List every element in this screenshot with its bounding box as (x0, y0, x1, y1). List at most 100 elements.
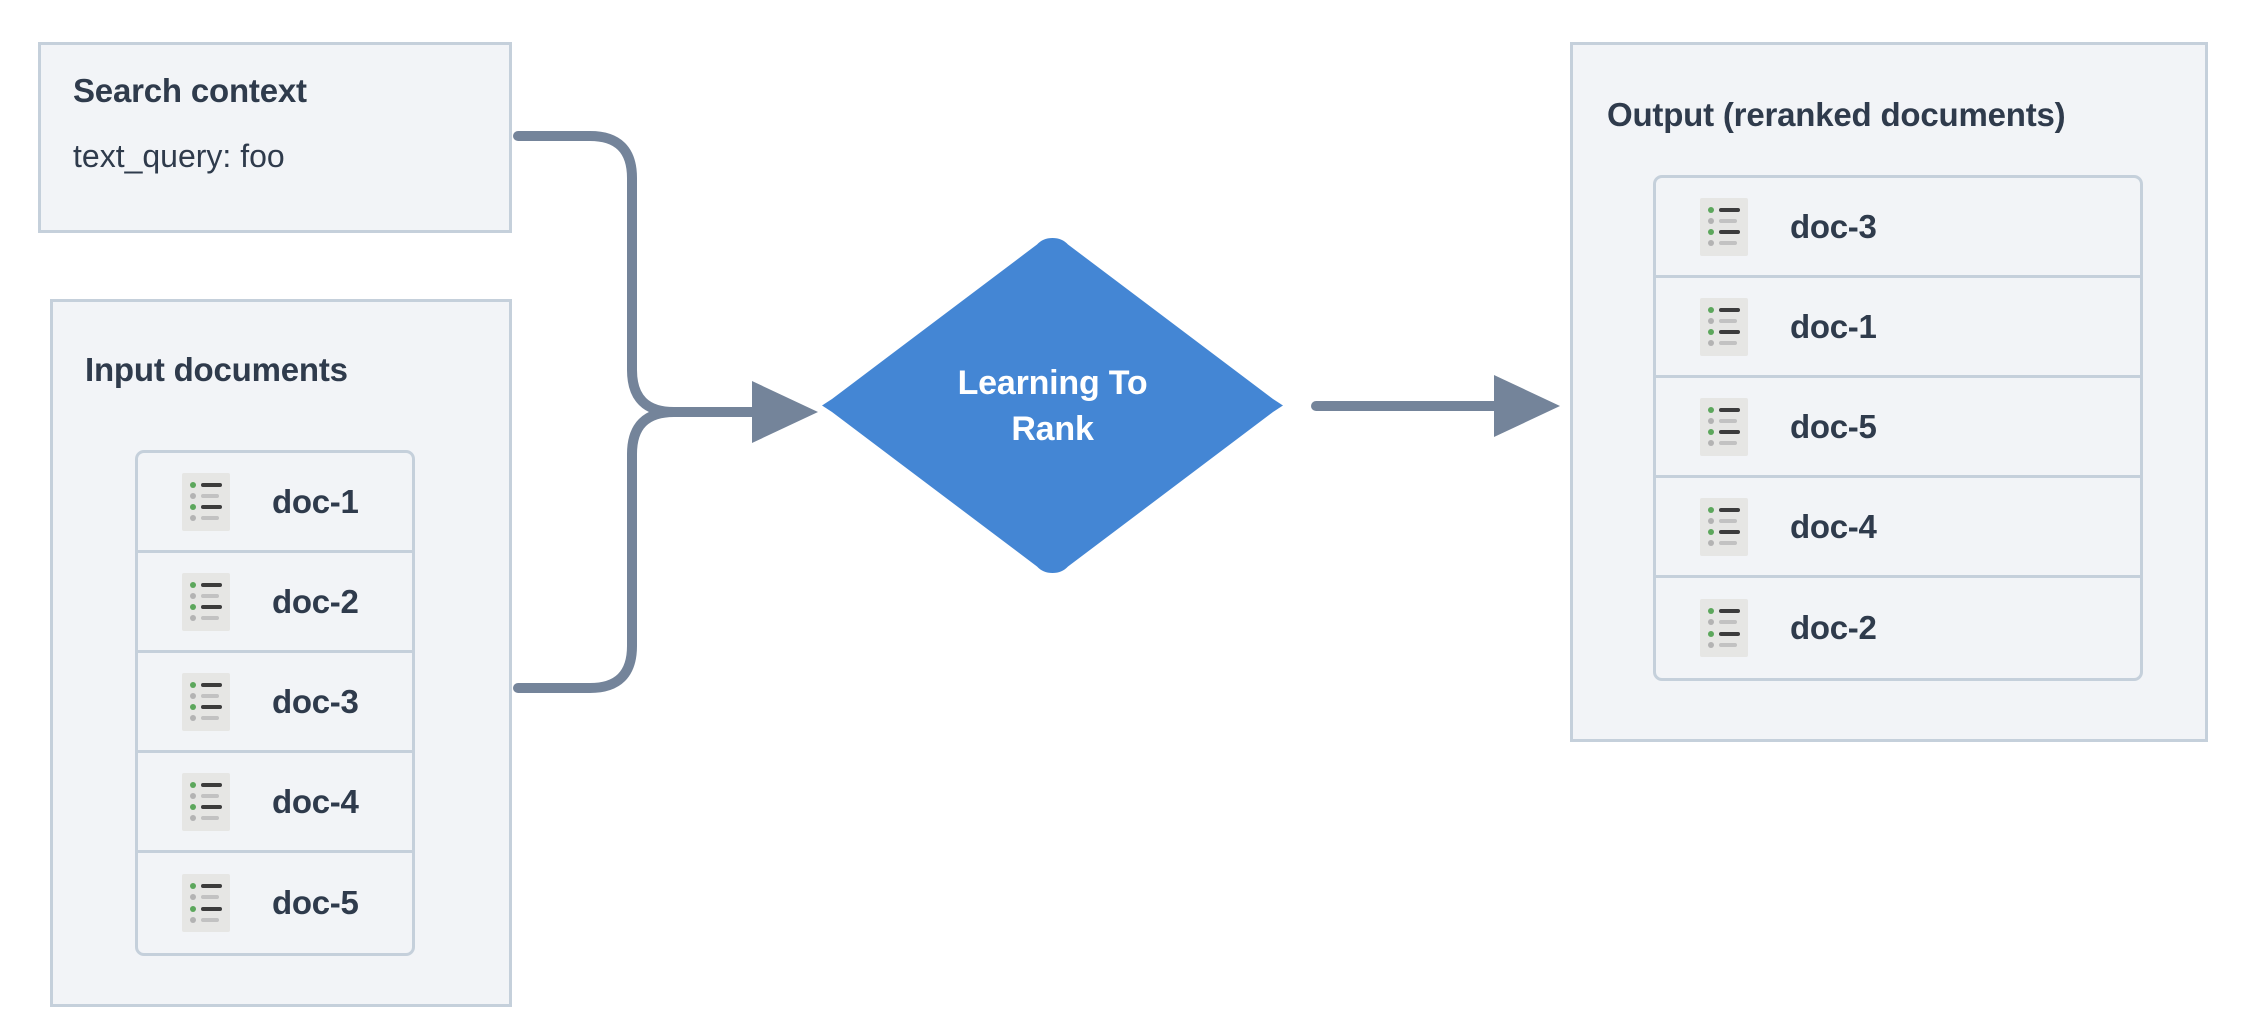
document-icon-bullet (190, 604, 196, 611)
document-icon-row (190, 681, 222, 688)
document-icon-line (1719, 318, 1737, 323)
document-icon-row (190, 781, 222, 788)
document-icon-bullet (1708, 630, 1714, 637)
document-icon-line (1719, 218, 1737, 223)
document-icon-bullet (1708, 217, 1714, 224)
document-icon-line (1719, 642, 1737, 647)
document-icon-row (1708, 329, 1740, 336)
document-icon-row (190, 481, 222, 488)
document-icon-line (1719, 430, 1740, 435)
document-icon-row (190, 715, 222, 722)
document-icon-bullet (1708, 619, 1714, 626)
document-icon-row (190, 916, 222, 923)
document-icon-bullet (1708, 329, 1714, 336)
document-label: doc-2 (1790, 609, 1877, 646)
document-icon-row (190, 792, 222, 799)
search-context-title: Search context (73, 72, 307, 109)
document-icon-row (1708, 340, 1740, 347)
document-icon-bullet (190, 715, 196, 722)
document-icon-line (201, 593, 219, 598)
search-context-query-text: text_query: foo (73, 138, 285, 174)
document-icon-row (1708, 517, 1740, 524)
document-icon-row (190, 515, 222, 522)
document-icon-bullet (190, 792, 196, 799)
document-icon-bullet (190, 916, 196, 923)
output-document-row[interactable]: doc-5 (1656, 378, 2140, 478)
document-icon-row (190, 581, 222, 588)
input-document-row[interactable]: doc-4 (138, 753, 412, 853)
document-icon-line (201, 816, 219, 821)
document-icon-row (190, 604, 222, 611)
document-icon-bullet (190, 592, 196, 599)
document-icon-row (1708, 229, 1740, 236)
output-title: Output (reranked documents) (1607, 96, 2066, 133)
document-list-icon (1700, 397, 1748, 456)
output-document-row[interactable]: doc-3 (1656, 178, 2140, 278)
input-documents-title: Input documents (85, 351, 348, 388)
document-icon-line (201, 493, 219, 498)
input-document-row[interactable]: doc-3 (138, 653, 412, 753)
document-icon-line (201, 516, 219, 521)
diamond-shape (822, 238, 1283, 573)
document-icon-line (201, 805, 222, 810)
learning-to-rank-node[interactable]: Learning To Rank (815, 228, 1290, 583)
document-icon-bullet (190, 504, 196, 511)
document-icon-bullet (1708, 206, 1714, 213)
document-icon-line (201, 682, 222, 687)
document-list-icon (182, 874, 230, 932)
document-list-icon (1700, 599, 1748, 657)
document-icon-bullet (1708, 429, 1714, 436)
document-list-icon (182, 772, 230, 831)
document-icon-row (1708, 529, 1740, 536)
output-document-row[interactable]: doc-1 (1656, 278, 2140, 378)
connector-input-documents-to-ltr (513, 407, 735, 693)
input-document-row[interactable]: doc-5 (138, 853, 412, 953)
document-icon-bullet (190, 815, 196, 822)
document-icon-bullet (1708, 229, 1714, 236)
document-icon-bullet (1708, 517, 1714, 524)
document-icon-row (190, 492, 222, 499)
document-icon-bullet (190, 894, 196, 901)
document-icon-bullet (190, 481, 196, 488)
document-label: doc-5 (272, 884, 359, 921)
output-document-row[interactable]: doc-2 (1656, 578, 2140, 678)
document-icon-row (190, 883, 222, 889)
document-icon-bullet (190, 615, 196, 622)
document-icon-bullet (1708, 317, 1714, 324)
document-icon-line (201, 482, 222, 487)
input-document-row[interactable]: doc-2 (138, 553, 412, 653)
document-icon-bullet (190, 704, 196, 711)
document-icon-bullet (1708, 540, 1714, 547)
document-icon-bullet (190, 883, 196, 889)
document-icon-line (1719, 441, 1737, 446)
document-icon-row (1708, 429, 1740, 436)
document-label: doc-2 (272, 582, 359, 620)
document-icon-bullet (1708, 506, 1714, 513)
document-icon-row (1708, 619, 1740, 626)
document-icon-bullet (1708, 340, 1714, 347)
document-icon-bullet (1708, 608, 1714, 614)
document-icon-row (1708, 630, 1740, 637)
document-icon-line (201, 705, 222, 710)
output-document-row[interactable]: doc-4 (1656, 478, 2140, 578)
document-icon-row (190, 692, 222, 699)
document-icon-row (1708, 317, 1740, 324)
document-icon-line (1719, 307, 1740, 312)
document-icon-line (201, 793, 219, 798)
document-icon-line (201, 582, 222, 587)
document-icon-line (1719, 609, 1740, 613)
input-document-row[interactable]: doc-1 (138, 453, 412, 553)
document-icon-line (201, 895, 219, 900)
document-icon-row (1708, 240, 1740, 247)
document-icon-bullet (190, 692, 196, 699)
document-icon-bullet (190, 581, 196, 588)
document-icon-line (1719, 418, 1737, 423)
document-icon-line (201, 693, 219, 698)
document-icon-row (1708, 506, 1740, 513)
document-icon-row (1708, 440, 1740, 447)
